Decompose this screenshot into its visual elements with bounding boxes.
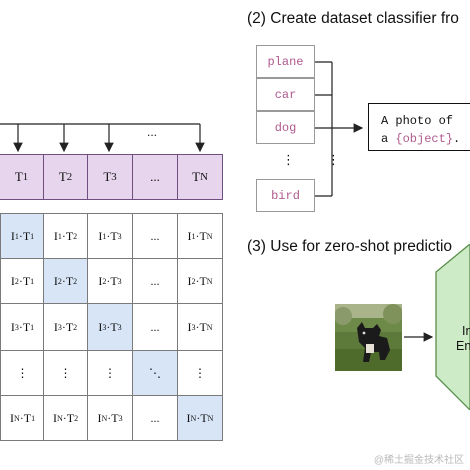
image-encoder-block bbox=[435, 244, 470, 410]
class-box-bird: bird bbox=[256, 179, 315, 212]
matrix-cell-r5-c4: ... bbox=[132, 395, 178, 441]
prompt-template-box: A photo of a {object}. bbox=[368, 103, 470, 151]
matrix-cell-r2-c4: ... bbox=[132, 258, 178, 304]
matrix-cell-r4-c4: ⋱ bbox=[132, 350, 178, 396]
class-box-car: car bbox=[256, 78, 315, 111]
matrix-cell-r3-c4: ... bbox=[132, 303, 178, 351]
section-3-title: (3) Use for zero-shot predictio bbox=[247, 238, 453, 255]
text-cell-ellipsis: ... bbox=[132, 154, 178, 200]
prompt-object-placeholder: {object} bbox=[395, 132, 454, 146]
class-box-dog: dog bbox=[256, 111, 315, 144]
section-2-title: (2) Create dataset classifier fro bbox=[247, 10, 459, 27]
connector-ellipsis: ⋮ bbox=[327, 152, 340, 167]
prompt-line-2: a {object}. bbox=[381, 132, 461, 146]
dog-photo bbox=[335, 304, 402, 371]
matrix-cell-r4-c3: ⋮ bbox=[87, 350, 133, 396]
matrix-cell-r4-c1: ⋮ bbox=[0, 350, 45, 396]
matrix-cell-r4-c5: ⋮ bbox=[177, 350, 223, 396]
class-box-plane: plane bbox=[256, 45, 315, 78]
top-ellipsis: ... bbox=[147, 125, 158, 139]
class-ellipsis: ⋮ bbox=[282, 152, 295, 167]
encoder-label-1: In bbox=[462, 324, 470, 338]
prompt-line-1: A photo of bbox=[381, 114, 454, 128]
matrix-cell-r4-c2: ⋮ bbox=[43, 350, 88, 396]
watermark: @稀土掘金技术社区 bbox=[373, 455, 464, 466]
matrix-cell-r1-c4: ... bbox=[132, 213, 178, 259]
encoder-label-2: En bbox=[456, 339, 470, 353]
